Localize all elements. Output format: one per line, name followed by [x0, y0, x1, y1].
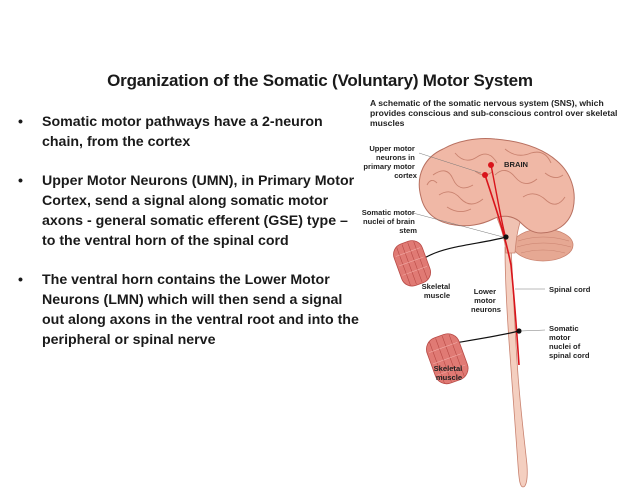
sns-diagram: Upper motor neurons in primary motor cor… [362, 138, 591, 488]
upper-motor-neuron-cell [482, 172, 488, 178]
label-brain: BRAIN [504, 160, 528, 169]
label-lower-motor-neurons: Lower motor neurons [471, 287, 501, 314]
skeletal-muscle-lower [426, 333, 469, 385]
bullet-item: • Somatic motor pathways have a 2-neuron … [14, 112, 359, 152]
bullet-glyph: • [18, 272, 23, 288]
upper-motor-axon-2 [490, 164, 506, 236]
bullet-list: • Somatic motor pathways have a 2-neuron … [14, 112, 359, 369]
figure-caption: A schematic of the somatic nervous syste… [370, 98, 618, 129]
upper-motor-axon [484, 174, 520, 366]
bullet-text: The ventral horn contains the Lower Moto… [42, 272, 359, 348]
bullet-text: Upper Motor Neurons (UMN), in Primary Mo… [42, 173, 355, 249]
label-spinal-cord: Spinal cord [549, 285, 591, 294]
bullet-glyph: • [18, 114, 23, 130]
label-skeletal-muscle-lower: Skeletal muscle [434, 364, 465, 382]
brain-shape [418, 138, 575, 234]
bullet-item: • The ventral horn contains the Lower Mot… [14, 270, 359, 350]
label-somatic-nuclei-cord: Somatic motor nuclei of spinal cord [549, 324, 590, 360]
skeletal-muscle-upper [393, 240, 431, 287]
leader-lines [412, 152, 546, 332]
bullet-glyph: • [18, 173, 23, 189]
label-upper-motor: Upper motor neurons in primary motor cor… [363, 144, 417, 180]
cerebellum-folds [516, 236, 572, 254]
bullet-item: • Upper Motor Neurons (UMN), in Primary M… [14, 171, 359, 251]
spinal-motor-nucleus [516, 328, 522, 334]
spinal-cord-shape [504, 246, 528, 488]
label-somatic-nuclei-brainstem: Somatic motor nuclei of brain stem [362, 208, 418, 235]
bullet-text: Somatic motor pathways have a 2-neuron c… [42, 114, 323, 150]
upper-motor-neuron-cell [488, 162, 494, 168]
slide-title: Organization of the Somatic (Voluntary) … [107, 71, 533, 90]
label-skeletal-muscle-upper: Skeletal muscle [422, 282, 453, 300]
